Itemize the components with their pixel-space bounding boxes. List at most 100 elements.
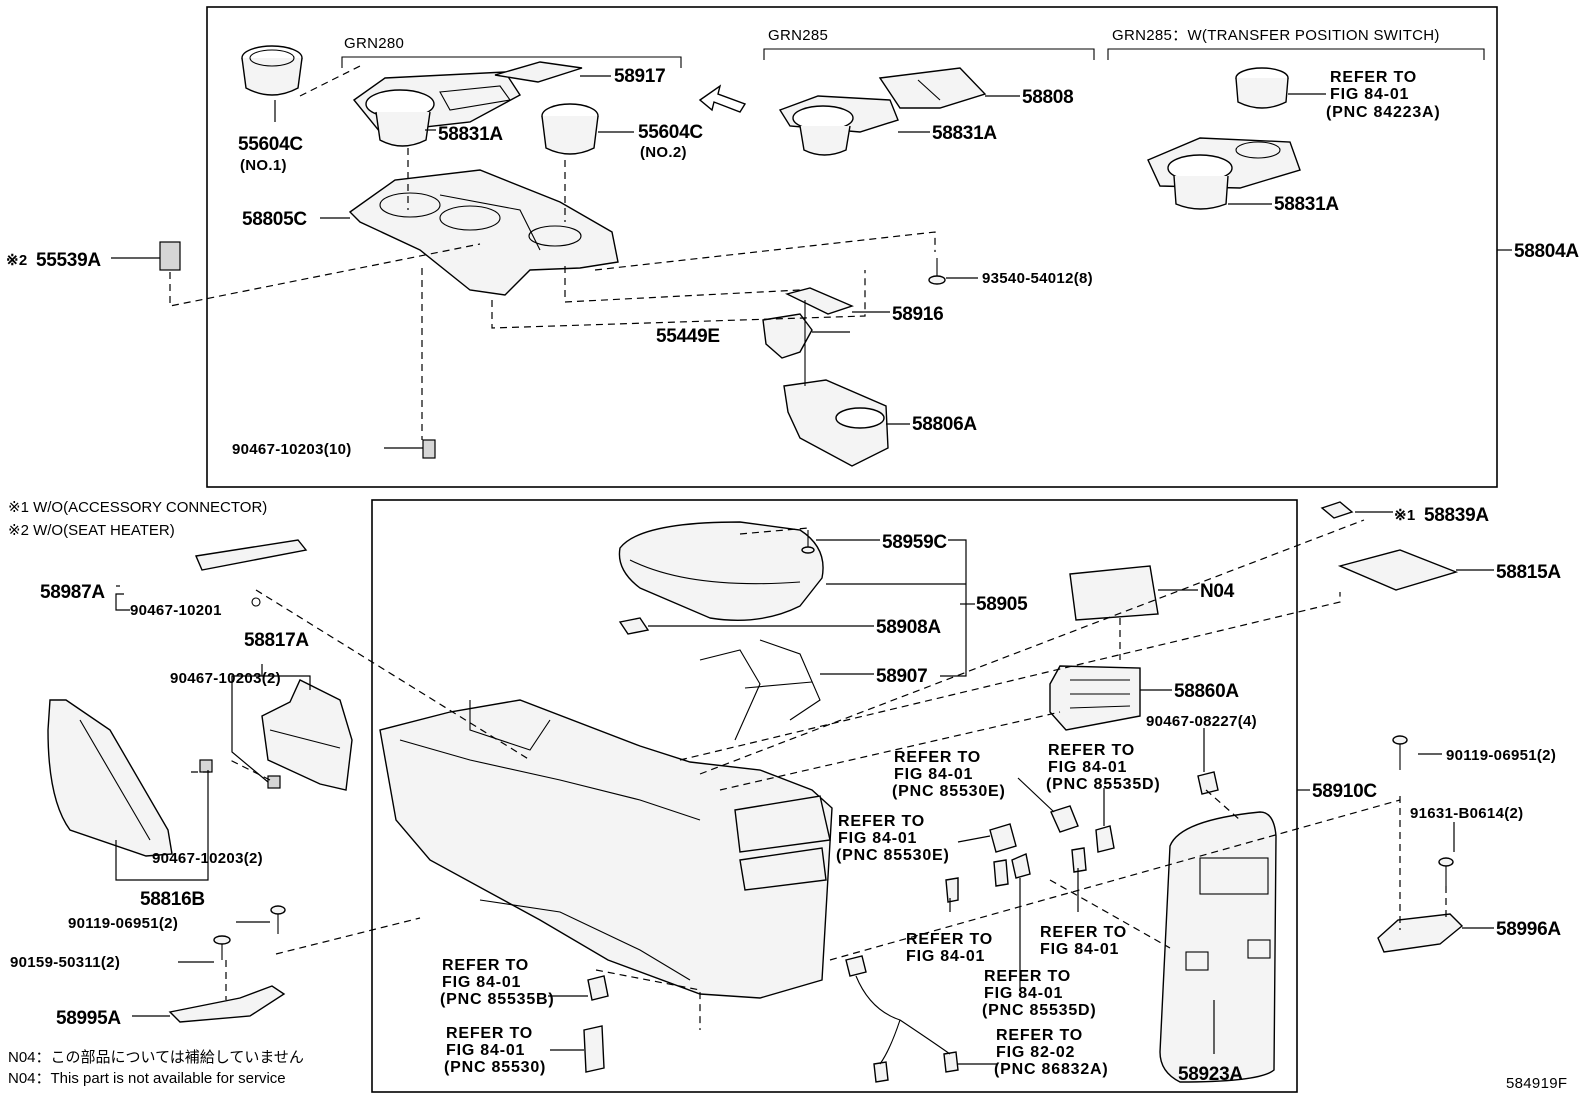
bracket-58987a-part — [195, 539, 308, 571]
note-accessory-connector: ※1 W/O(ACCESSORY CONNECTOR) — [8, 499, 267, 516]
part-sub-no1: (NO.1) — [240, 157, 287, 174]
box-58806a-part — [783, 379, 889, 467]
svg-text:REFER TO: REFER TO — [446, 1025, 533, 1042]
part-label-55449e: 55449E — [656, 326, 720, 347]
group-label-grn285: GRN285 — [768, 27, 828, 44]
refer-85530e-b: REFER TO FIG 84-01 (PNC 85530E) — [836, 813, 950, 864]
note-mark-1: ※1 — [1394, 507, 1416, 524]
svg-text:REFER TO: REFER TO — [996, 1027, 1083, 1044]
part-label-90467-08227: 90467-08227(4) — [1146, 713, 1257, 730]
diagram-code: 584919F — [1506, 1075, 1567, 1092]
bracket-58817a-part — [261, 679, 353, 791]
part-label-91631: 91631-B0614(2) — [1410, 805, 1523, 822]
part-label-90467-10203-10: 90467-10203(10) — [232, 441, 352, 458]
clip-90467-10201-part — [251, 597, 261, 607]
svg-text:FIG 84-01: FIG 84-01 — [838, 830, 917, 847]
svg-text:FIG 84-01: FIG 84-01 — [984, 985, 1063, 1002]
refer-84223a-line1: REFER TO — [1330, 69, 1417, 86]
part-label-58910c: 58910C — [1312, 781, 1377, 802]
cup-holder-no1-part — [241, 45, 303, 96]
part-label-58907: 58907 — [876, 666, 927, 687]
part-label-90119-06951-right: 90119-06951(2) — [1446, 747, 1556, 764]
side-panel-58816b-part — [47, 699, 173, 857]
group-label-grn280: GRN280 — [344, 35, 404, 52]
refer-fig-a: REFER TO FIG 84-01 — [906, 931, 992, 965]
svg-text:FIG 84-01: FIG 84-01 — [1040, 941, 1119, 958]
note-n04-english: N04：This part is not available for servi… — [8, 1070, 286, 1087]
part-label-90467-10201: 90467-10201 — [130, 602, 222, 619]
part-label-58804a: 58804A — [1514, 241, 1579, 262]
refer-85530e-a: REFER TO FIG 84-01 (PNC 85530E) — [892, 749, 1006, 800]
part-label-58959c: 58959C — [882, 532, 947, 553]
svg-text:FIG 84-01: FIG 84-01 — [906, 948, 985, 965]
screw-90159-part — [213, 935, 231, 960]
bracket-55449e-part — [762, 313, 813, 359]
pad-58815a-part — [1337, 549, 1459, 591]
part-label-90119-06951-left: 90119-06951(2) — [68, 915, 178, 932]
direction-arrow-icon — [698, 84, 747, 113]
bolt-91631-part — [1438, 857, 1454, 886]
part-label-90159-50311: 90159-50311(2) — [10, 954, 120, 971]
part-label-58923a: 58923A — [1178, 1064, 1243, 1085]
bracket-58995a-part — [168, 985, 286, 1023]
bracket-58996a-part — [1377, 913, 1464, 953]
svg-text:FIG 84-01: FIG 84-01 — [442, 974, 521, 991]
grn285w-tray-part — [1147, 137, 1301, 210]
part-label-55604c-no2: 55604C — [638, 122, 703, 143]
group-label-grn285-w: GRN285：W(TRANSFER POSITION SWITCH) — [1112, 27, 1440, 44]
svg-text:(PNC 85535D): (PNC 85535D) — [982, 1002, 1097, 1019]
part-label-90467-10203-2-lower: 90467-10203(2) — [152, 850, 263, 867]
lower-assembly-frame — [371, 499, 1298, 1093]
part-label-55539a: 55539A — [36, 250, 101, 271]
part-label-58908a: 58908A — [876, 617, 941, 638]
part-label-58831a-grn285: 58831A — [932, 123, 997, 144]
part-label-58916: 58916 — [892, 304, 943, 325]
console-upper-panel-part — [348, 169, 619, 296]
part-label-58831a-grn280: 58831A — [438, 124, 503, 145]
upper-leader-lines — [111, 65, 1512, 449]
part-label-90467-10203-2-upper: 90467-10203(2) — [170, 670, 281, 687]
refer-85535d-a: REFER TO FIG 84-01 (PNC 85535D) — [1046, 742, 1161, 793]
refer-85535b: REFER TO FIG 84-01 (PNC 85535B) — [440, 957, 555, 1008]
svg-text:REFER TO: REFER TO — [442, 957, 529, 974]
bolt-90119-right-part — [1392, 735, 1408, 770]
refer-84223a-line3: (PNC 84223A) — [1326, 104, 1441, 121]
svg-text:(PNC 85530E): (PNC 85530E) — [836, 847, 950, 864]
tray-mat-part — [494, 61, 583, 83]
screw-58959c-part — [801, 530, 815, 554]
refer-85535d-b: REFER TO FIG 84-01 (PNC 85535D) — [982, 968, 1097, 1019]
upper-assembly-frame — [206, 6, 1498, 488]
part-label-58839a: 58839A — [1424, 505, 1489, 526]
part-sub-no2: (NO.2) — [640, 144, 687, 161]
refer-85530: REFER TO FIG 84-01 (PNC 85530) — [444, 1025, 545, 1076]
bolt-90119-left-part — [270, 905, 286, 934]
part-label-58806a: 58806A — [912, 414, 977, 435]
svg-text:(PNC 85535B): (PNC 85535B) — [440, 991, 555, 1008]
part-label-58817a: 58817A — [244, 630, 309, 651]
note-n04-japanese: N04：この部品については補給していません — [8, 1049, 304, 1066]
vent-58860a-part — [1049, 665, 1141, 731]
connector-58839a-part — [1320, 501, 1354, 519]
svg-text:(PNC 85535D): (PNC 85535D) — [1046, 776, 1161, 793]
shift-boot-part — [878, 67, 987, 109]
clip-90467-10203-lower-part — [199, 759, 213, 773]
refer-fig-b: REFER TO FIG 84-01 — [1040, 924, 1126, 958]
svg-text:FIG 84-01: FIG 84-01 — [894, 766, 973, 783]
part-label-93540: 93540-54012(8) — [982, 270, 1093, 287]
part-label-58987a: 58987A — [40, 582, 105, 603]
svg-text:(PNC 86832A): (PNC 86832A) — [994, 1061, 1109, 1078]
part-label-58815a: 58815A — [1496, 562, 1561, 583]
switch-55539a-part — [159, 241, 181, 271]
part-label-58995a: 58995A — [56, 1008, 121, 1029]
pad-n04-part — [1069, 565, 1159, 621]
bolt-93540-part — [928, 258, 946, 285]
refer-86832a: REFER TO FIG 82-02 (PNC 86832A) — [994, 1027, 1109, 1078]
part-label-n04: N04 — [1200, 581, 1235, 602]
svg-text:FIG 82-02: FIG 82-02 — [996, 1044, 1075, 1061]
svg-text:FIG 84-01: FIG 84-01 — [446, 1042, 525, 1059]
svg-text:(PNC 85530E): (PNC 85530E) — [892, 783, 1006, 800]
svg-text:REFER TO: REFER TO — [1048, 742, 1135, 759]
part-label-58905: 58905 — [976, 594, 1028, 615]
part-label-58831a-grn285w: 58831A — [1274, 194, 1339, 215]
